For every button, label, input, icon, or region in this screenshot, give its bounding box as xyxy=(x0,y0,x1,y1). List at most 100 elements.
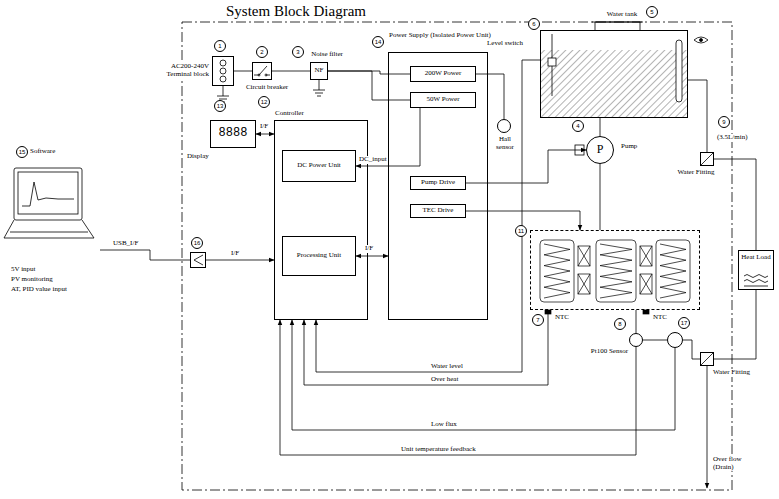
breaker-symbol xyxy=(254,75,259,76)
hall-sensor: Hall sensor xyxy=(497,119,511,133)
tec-module-illustration xyxy=(640,246,652,266)
water-tank: Water tank xyxy=(540,30,688,118)
tank-details xyxy=(592,22,643,23)
callout-number: 14 xyxy=(372,36,384,48)
callout-number: 13 xyxy=(214,100,226,112)
pt100-sensor: Pt100 Sensor xyxy=(629,333,643,347)
node-text: Pump Drive xyxy=(421,179,455,187)
terminal-block-symbol xyxy=(217,60,229,102)
interface-symbol xyxy=(194,255,203,265)
software-laptop: Software xyxy=(8,160,100,256)
fitting-symbol xyxy=(700,152,714,366)
connector xyxy=(688,80,707,152)
connector xyxy=(636,310,637,333)
tec-module-illustration xyxy=(578,246,590,266)
terminal-block-symbol xyxy=(223,86,224,96)
signal-label: I/F xyxy=(364,245,374,253)
coil-stroke xyxy=(544,244,570,298)
breaker-symbol xyxy=(265,74,267,76)
fitting-symbol xyxy=(700,352,714,366)
tank-details xyxy=(548,58,556,66)
drain-line xyxy=(707,366,708,488)
node-text: TEC Drive xyxy=(423,207,454,215)
connector xyxy=(256,134,274,135)
terminal-block-symbol xyxy=(217,96,229,97)
drain-line xyxy=(707,366,708,488)
flow-sensor: 17 xyxy=(667,332,683,348)
note-text: NTC xyxy=(652,314,668,322)
ground-symbol xyxy=(313,90,325,91)
controller-box: ControllerDC Power UnitProcessing Unit xyxy=(274,120,368,320)
signal-label: DC_input xyxy=(358,156,388,164)
callout-number: 2 xyxy=(256,46,268,58)
water-fitting: Water Fitting xyxy=(700,352,714,366)
connector xyxy=(328,71,410,100)
callout-number: 17 xyxy=(678,317,690,329)
laptop-illustration xyxy=(4,168,94,238)
tec-module-illustration xyxy=(640,246,652,266)
tank-details xyxy=(541,22,708,117)
tec-module-illustration xyxy=(640,246,652,266)
node-text: P xyxy=(597,143,604,156)
terminal-block-symbol xyxy=(220,60,226,66)
power-box: 50W Power xyxy=(410,92,476,108)
display-box: Display8888 xyxy=(210,120,256,148)
connector xyxy=(600,164,601,230)
node-text: 200W Power xyxy=(425,70,462,78)
drive-box: TEC Drive xyxy=(410,204,466,218)
node-label: Hall sensor xyxy=(491,136,519,151)
breaker-symbol xyxy=(259,66,267,75)
fitting-symbol xyxy=(700,152,714,166)
callout-number: 15 xyxy=(16,146,28,158)
node-label: Display xyxy=(187,153,227,161)
tank-details xyxy=(700,39,703,42)
connector xyxy=(683,340,700,359)
heat-symbol xyxy=(744,275,768,278)
connector xyxy=(356,256,388,257)
breaker-symbol xyxy=(266,75,270,76)
heat-symbol xyxy=(744,275,768,287)
note-text: (3.5L/min) xyxy=(716,134,749,142)
tank-details xyxy=(694,37,708,43)
laptop-illustration xyxy=(14,168,82,220)
tec-module: 11 xyxy=(530,230,700,310)
note-text: NTC xyxy=(554,314,570,322)
noise-filter: Noise filterNF xyxy=(310,62,328,80)
tank-details xyxy=(595,22,640,30)
signal-label: I/F xyxy=(259,123,269,131)
callout-number: 8 xyxy=(614,318,626,330)
system-boundary xyxy=(182,22,732,490)
water-fitting: Water Fitting xyxy=(700,152,714,166)
node-text: Processing Unit xyxy=(297,252,342,260)
callout-number: 12 xyxy=(258,96,270,108)
tank-details xyxy=(541,50,687,117)
coil-stroke xyxy=(660,244,686,298)
breaker-symbol xyxy=(254,66,270,76)
connector xyxy=(466,150,586,183)
tec-module-illustration xyxy=(578,274,590,294)
terminal-block-symbol xyxy=(220,76,226,82)
ground-symbol xyxy=(315,93,323,94)
node-label: Software xyxy=(30,148,80,156)
connector xyxy=(328,71,410,74)
note-text: 5V input xyxy=(10,266,37,274)
connector xyxy=(100,250,190,260)
connector xyxy=(272,71,310,72)
connector xyxy=(600,118,601,136)
node-text: 50W Power xyxy=(426,96,459,104)
tec-module-illustration xyxy=(640,274,652,294)
power-box: 200W Power xyxy=(410,66,476,82)
tec-module-illustration xyxy=(578,274,590,294)
terminal-block-symbol xyxy=(221,102,225,103)
terminal-block: AC200-240V Terminal block xyxy=(212,56,234,86)
ground-symbol xyxy=(319,80,320,90)
terminal-block-symbol xyxy=(219,99,227,100)
tec-module-illustration xyxy=(656,240,690,302)
connector xyxy=(304,310,548,385)
system-boundary xyxy=(182,22,732,490)
callout-number: 11 xyxy=(515,225,527,237)
tec-module-illustration xyxy=(540,240,690,314)
process-box: DC Power Unit xyxy=(282,150,356,182)
